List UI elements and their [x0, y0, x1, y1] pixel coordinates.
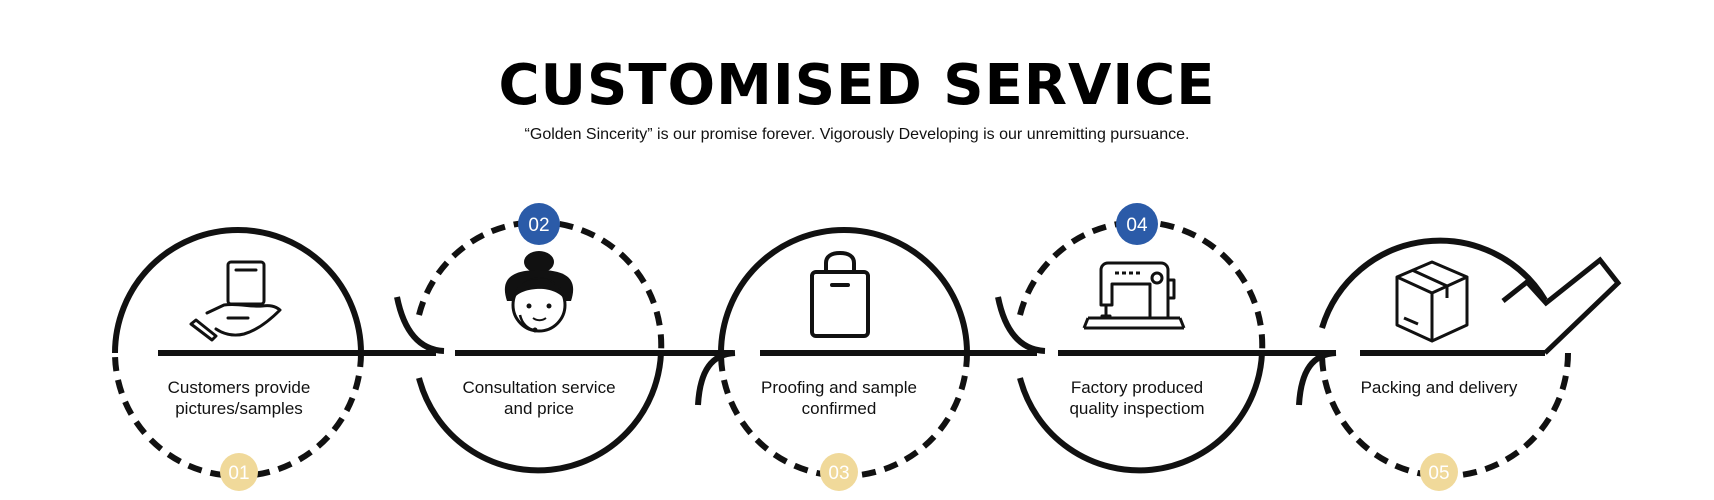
step-4-ring-solid [1017, 352, 1265, 474]
step-3-ring-solid [718, 227, 970, 354]
step-3-label: Proofing and sample confirmed [729, 377, 949, 419]
checkmark-icon [1501, 256, 1622, 355]
page-subtitle: “Golden Sincerity” is our promise foreve… [524, 126, 1190, 143]
page-title: CUSTOMISED SERVICE [498, 53, 1216, 118]
step-2-badge [518, 203, 560, 245]
step-4-label-line1: Factory produced [1070, 378, 1204, 397]
step-4-number: 04 [1126, 215, 1148, 236]
step-3-label-line1: Proofing and sample [761, 378, 917, 397]
step-2-label-line2: and price [504, 399, 574, 418]
step-1-label: Customers provide pictures/samples [129, 377, 349, 419]
step-4-badge [1116, 203, 1158, 245]
step-5-label: Packing and delivery [1329, 377, 1549, 398]
step-2-ring-solid [416, 352, 664, 474]
hand-holding-tablet-icon [189, 260, 282, 342]
step-4-connector-top [995, 296, 1046, 354]
step-2-label-line1: Consultation service [462, 378, 616, 397]
step-2-label: Consultation service and price [429, 377, 649, 419]
step-2-number: 02 [528, 215, 549, 236]
step-3-label-line2: confirmed [801, 399, 877, 418]
step-4-label: Factory produced quality inspectiom [1027, 377, 1247, 419]
step-1-label-line2: pictures/samples [175, 399, 303, 418]
step-1-ring-solid [112, 227, 364, 354]
sewing-machine-icon [1082, 261, 1186, 330]
shopping-bag-icon [810, 251, 870, 338]
step-5-label-line1: Packing and delivery [1360, 378, 1518, 397]
step-2-connector-top [394, 296, 445, 354]
step-4-label-line2: quality inspectiom [1069, 399, 1205, 418]
step-3-badge [820, 453, 858, 491]
customer-service-agent-icon [504, 251, 574, 333]
step-1-badge [220, 453, 258, 491]
step-5-number: 05 [1428, 463, 1449, 484]
step-5-ring-solid [1319, 237, 1548, 329]
step-4-ring-dashed [1017, 219, 1266, 354]
step-1-number: 01 [228, 463, 249, 484]
package-box-icon [1395, 260, 1469, 343]
step-2-ring-dashed [416, 219, 665, 354]
step-1-label-line1: Customers provide [167, 378, 311, 397]
step-3-number: 03 [828, 463, 849, 484]
step-5-badge [1420, 453, 1458, 491]
